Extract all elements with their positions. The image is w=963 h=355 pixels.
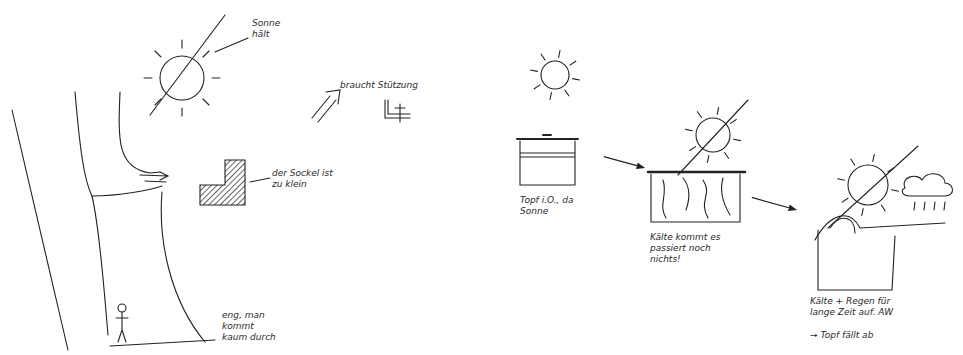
pot-lid xyxy=(517,135,578,139)
pot-body xyxy=(520,141,575,185)
pot-stage: Topf i.O., da Sonne xyxy=(505,55,600,230)
pot-body xyxy=(818,230,895,290)
note-text: Sonne hält xyxy=(252,18,286,40)
note-text: der Sockel ist zu klein xyxy=(272,168,344,190)
pot-stage: Kälte kommt es passiert noch nichts! xyxy=(648,100,748,265)
person-head xyxy=(118,304,126,312)
stage-arrow xyxy=(604,157,644,168)
sun-rays xyxy=(531,51,580,100)
slope-line xyxy=(12,110,68,350)
pot-lid xyxy=(648,171,745,174)
sun-circle xyxy=(541,61,569,89)
bracket-sketch xyxy=(385,100,410,122)
stage-caption: → Topf fällt ab xyxy=(810,330,940,341)
stage-caption: Topf i.O., da Sonne xyxy=(520,195,582,217)
foot-bottom-line xyxy=(92,186,162,196)
sun-rays xyxy=(838,155,899,216)
leader-line xyxy=(215,38,248,52)
arrow-sketch xyxy=(312,90,340,122)
stage-caption: Kälte + Regen für lange Zeit auf. AW xyxy=(810,296,910,318)
cloud xyxy=(902,174,952,196)
pot-stage: Kälte + Regen für lange Zeit auf. AW → To… xyxy=(800,118,960,348)
frost-lines xyxy=(663,178,730,218)
base-profile xyxy=(200,160,245,205)
note-text: braucht Stützung xyxy=(340,80,460,91)
trunk-right-line xyxy=(161,192,205,342)
stage-arrow xyxy=(752,197,796,209)
rain xyxy=(914,202,945,210)
sun-stroke xyxy=(678,100,748,175)
note-text: eng, man kommt kaum durch xyxy=(222,310,278,343)
sun-rays xyxy=(144,40,220,116)
sun-circle xyxy=(696,118,730,152)
foot-top-line xyxy=(119,92,160,173)
foot-scribble xyxy=(140,172,168,182)
pot-body xyxy=(651,174,740,222)
sun-stroke xyxy=(150,15,225,115)
sun-rays xyxy=(686,108,741,163)
sun-circle xyxy=(848,165,888,205)
leader-line xyxy=(250,178,270,182)
person-body xyxy=(116,312,128,342)
trunk-left-line xyxy=(75,92,108,335)
stage-caption: Kälte kommt es passiert noch nichts! xyxy=(650,232,732,265)
pot-lid xyxy=(815,216,945,240)
